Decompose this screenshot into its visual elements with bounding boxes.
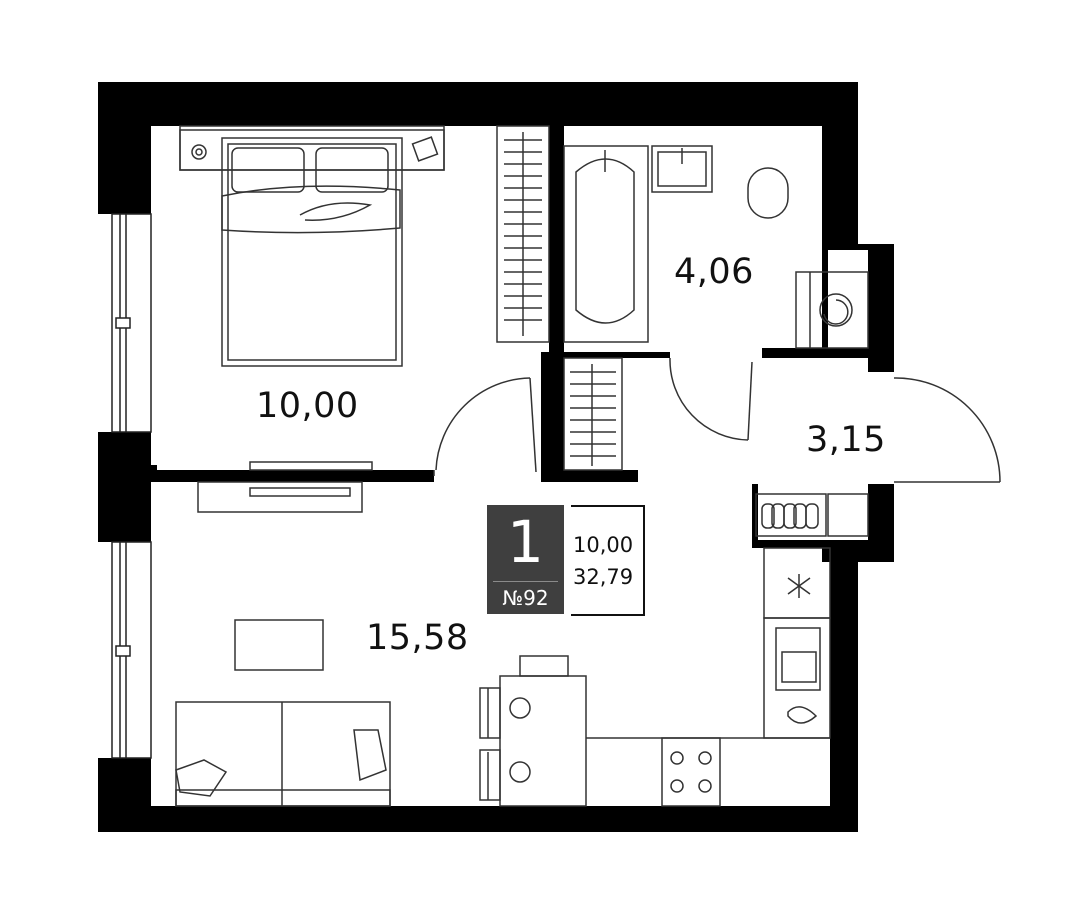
fridge-icon (763, 547, 831, 619)
hallway-area-label: 3,15 (806, 420, 886, 460)
window-icon (111, 213, 152, 759)
bathroom-area-label: 4,06 (674, 252, 754, 292)
washing-machine-icon (795, 271, 869, 349)
shoe-rack-icon (755, 493, 869, 537)
apartment-number: №92 (502, 586, 549, 610)
sofa-icon (175, 701, 391, 807)
bed-icon (179, 125, 445, 367)
tv-icon (234, 619, 324, 671)
dining-table-icon (479, 655, 587, 807)
living-area-value: 10,00 (573, 533, 634, 557)
badge-divider (493, 581, 558, 582)
stove-icon (661, 737, 721, 807)
bedroom-area-label: 10,00 (256, 386, 359, 426)
tv-icon (249, 461, 373, 471)
door-icon (893, 377, 1001, 483)
living-kitchen-area-label: 15,58 (366, 618, 469, 658)
tv-icon (197, 481, 363, 513)
sink-icon (651, 145, 713, 193)
total-area-value: 32,79 (573, 565, 634, 589)
bathtub-icon (563, 145, 649, 343)
door-icon (669, 357, 753, 441)
door-icon (433, 377, 537, 476)
apartment-badge: 1 №92 (487, 505, 564, 614)
rooms-count: 1 (507, 508, 544, 576)
kitchen-sink-icon (763, 617, 831, 739)
wardrobe-icon (563, 357, 623, 471)
area-summary: 10,00 32,79 (571, 505, 645, 616)
walls (98, 82, 894, 832)
toilet-icon (747, 167, 789, 219)
wardrobe-icon (496, 125, 550, 343)
